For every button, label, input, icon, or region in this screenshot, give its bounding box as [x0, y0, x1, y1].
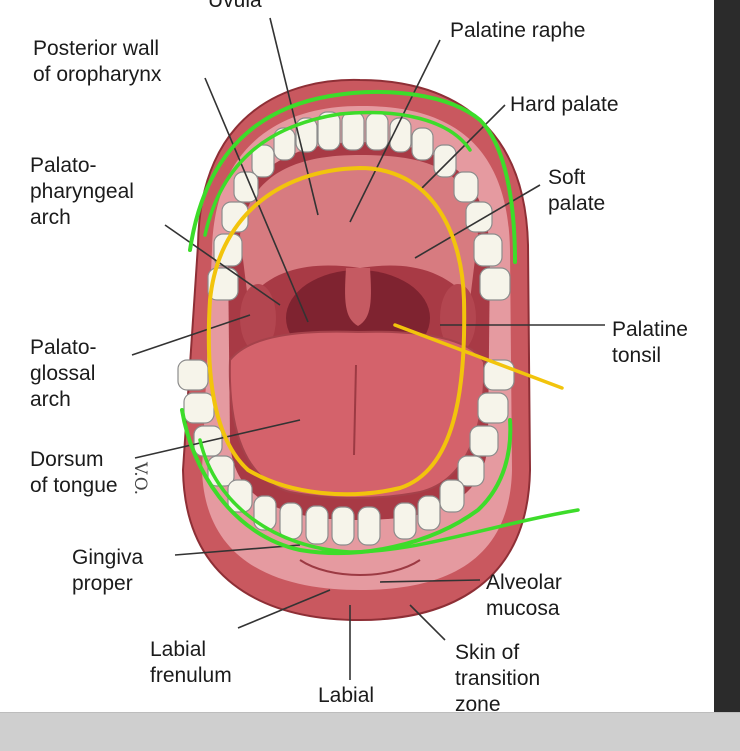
mouth-illustration [131, 17, 605, 680]
yellow-annotation [206, 166, 467, 497]
labial-frenulum-area [299, 559, 421, 576]
label-skin-transition-zone: Skin of transition zone [455, 641, 541, 712]
uvula [345, 268, 371, 326]
green-annotation [180, 90, 580, 556]
label-labial-mucosa: Labial mucosa [318, 684, 392, 712]
yellow-annotation-tail [393, 323, 564, 390]
label-palatopharyngeal-arch: Palato- pharyngeal arch [30, 154, 134, 229]
tongue [228, 330, 486, 499]
leader-lines [131, 17, 605, 680]
label-posterior-wall: Posterior wall of oropharynx [33, 37, 162, 86]
label-labial-frenulum: Labial frenulum [150, 638, 232, 687]
label-alveolar-mucosa: Alveolar mucosa [486, 571, 562, 620]
left-tonsil [240, 284, 276, 352]
viewer-side-bar [714, 0, 740, 712]
upper-teeth [207, 111, 511, 301]
label-uvula: Uvula [208, 0, 262, 12]
label-dorsum-of-tongue: Dorsum of tongue [30, 448, 118, 497]
palate [240, 155, 478, 300]
viewer-bottom-bar [0, 712, 740, 751]
label-gingiva-proper: Gingiva proper [72, 546, 144, 595]
label-palatoglossal-arch: Palato- glossal arch [30, 336, 97, 411]
label-hard-palate: Hard palate [510, 93, 619, 116]
label-palatine-raphe: Palatine raphe [450, 19, 586, 42]
artist-signature: V.O. [130, 462, 150, 496]
right-tonsil [440, 284, 476, 352]
lower-teeth [177, 359, 515, 546]
tongue-median-groove [353, 364, 357, 456]
label-soft-palate: Soft palate [548, 166, 606, 215]
label-palatine-tonsil: Palatine tonsil [612, 318, 688, 367]
mouth-anatomy-figure: Uvula Posterior wall of oropharynx Palat… [30, 0, 688, 712]
